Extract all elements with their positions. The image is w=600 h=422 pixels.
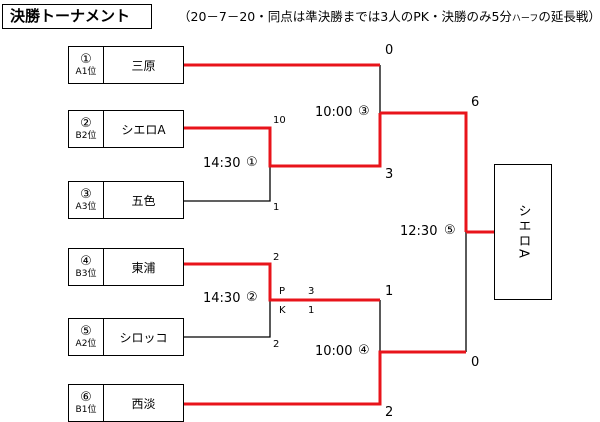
- group-rank: A2位: [75, 339, 97, 349]
- team-seed: ② B2位: [69, 111, 104, 147]
- winning-lines: [184, 63, 494, 406]
- group-rank: B2位: [75, 131, 97, 141]
- match2-pk-top: 3: [308, 286, 315, 297]
- team-name: 五色: [131, 193, 156, 208]
- losing-lines: [184, 65, 467, 352]
- match1-number: ①: [246, 155, 258, 170]
- line-team4-m2: [184, 262, 380, 302]
- group-rank: B3位: [75, 269, 97, 279]
- team-seed: ⑤ A2位: [69, 319, 104, 355]
- group-rank: B1位: [75, 405, 97, 415]
- match5-time: 12:30: [400, 224, 438, 239]
- seed-number: ③: [80, 187, 92, 202]
- match5-score-bottom: 0: [471, 355, 480, 370]
- team-entry: ② B2位 シエロA: [68, 110, 184, 148]
- team-name: シロッコ: [119, 330, 168, 345]
- match2-time: 14:30: [203, 291, 241, 306]
- match4-score-top: 1: [385, 284, 394, 299]
- rules-note-small: ハーフ: [511, 14, 539, 24]
- line-team3-m1: [184, 166, 271, 202]
- match3-score-top: 0: [385, 43, 394, 58]
- team-name: 東浦: [131, 260, 156, 275]
- team-entry: ③ A3位 五色: [68, 181, 184, 219]
- match3-score-bottom: 3: [385, 167, 394, 182]
- match2-score-bottom: 2: [273, 339, 280, 350]
- match4-number: ④: [358, 343, 370, 358]
- match1-score-top: 10: [273, 115, 286, 126]
- rules-note-suffix: の延長戦）: [538, 9, 600, 24]
- team-entry: ⑤ A2位 シロッコ: [68, 318, 184, 356]
- team-seed: ④ B3位: [69, 249, 104, 285]
- team-name: 三原: [131, 58, 156, 73]
- line-m3-m5: [380, 111, 468, 232]
- rules-note: （20－7－20・同点は準決勝までは3人のPK・決勝のみ5分ハーフの延長戦）: [178, 8, 600, 28]
- match3-number: ③: [358, 104, 370, 119]
- line-team6-m4: [184, 350, 466, 406]
- page-title: 決勝トーナメント: [2, 4, 152, 29]
- match2-score-top: 2: [273, 252, 280, 263]
- team-entry: ⑥ B1位 西淡: [68, 384, 184, 422]
- match4-time: 10:00: [315, 344, 353, 359]
- seed-number: ①: [80, 52, 92, 67]
- match2-pk-bottom: 1: [308, 305, 315, 316]
- team-seed: ③ A3位: [69, 182, 104, 218]
- seed-number: ②: [80, 116, 92, 131]
- team-seed: ⑥ B1位: [69, 385, 104, 421]
- rules-note-prefix: （20－7－20・同点は準決勝までは3人のPK・決勝のみ5分: [178, 9, 512, 24]
- seed-number: ⑤: [80, 324, 92, 339]
- champion-name: シエロA: [515, 204, 531, 260]
- match1-score-bottom: 1: [273, 202, 280, 213]
- team-name: シエロA: [121, 122, 166, 137]
- match2-number: ②: [246, 290, 258, 305]
- team-entry: ④ B3位 東浦: [68, 248, 184, 286]
- line-team2-m1: [184, 113, 382, 168]
- team-seed: ① A1位: [69, 47, 104, 83]
- line-team5-m2: [184, 300, 271, 338]
- team-entry: ① A1位 三原: [68, 46, 184, 84]
- match5-score-top: 6: [471, 95, 480, 110]
- match2-pk-label-bottom: K: [279, 305, 286, 316]
- match2-pk-label-top: P: [279, 286, 286, 297]
- match1-time: 14:30: [203, 156, 241, 171]
- seed-number: ⑥: [80, 390, 92, 405]
- match3-time: 10:00: [315, 105, 353, 120]
- match5-number: ⑤: [444, 223, 456, 238]
- group-rank: A1位: [75, 67, 97, 77]
- team-name: 西淡: [131, 396, 156, 411]
- group-rank: A3位: [75, 202, 97, 212]
- seed-number: ④: [80, 254, 92, 269]
- match4-score-bottom: 2: [385, 405, 394, 420]
- champion-box: シエロA: [494, 164, 552, 300]
